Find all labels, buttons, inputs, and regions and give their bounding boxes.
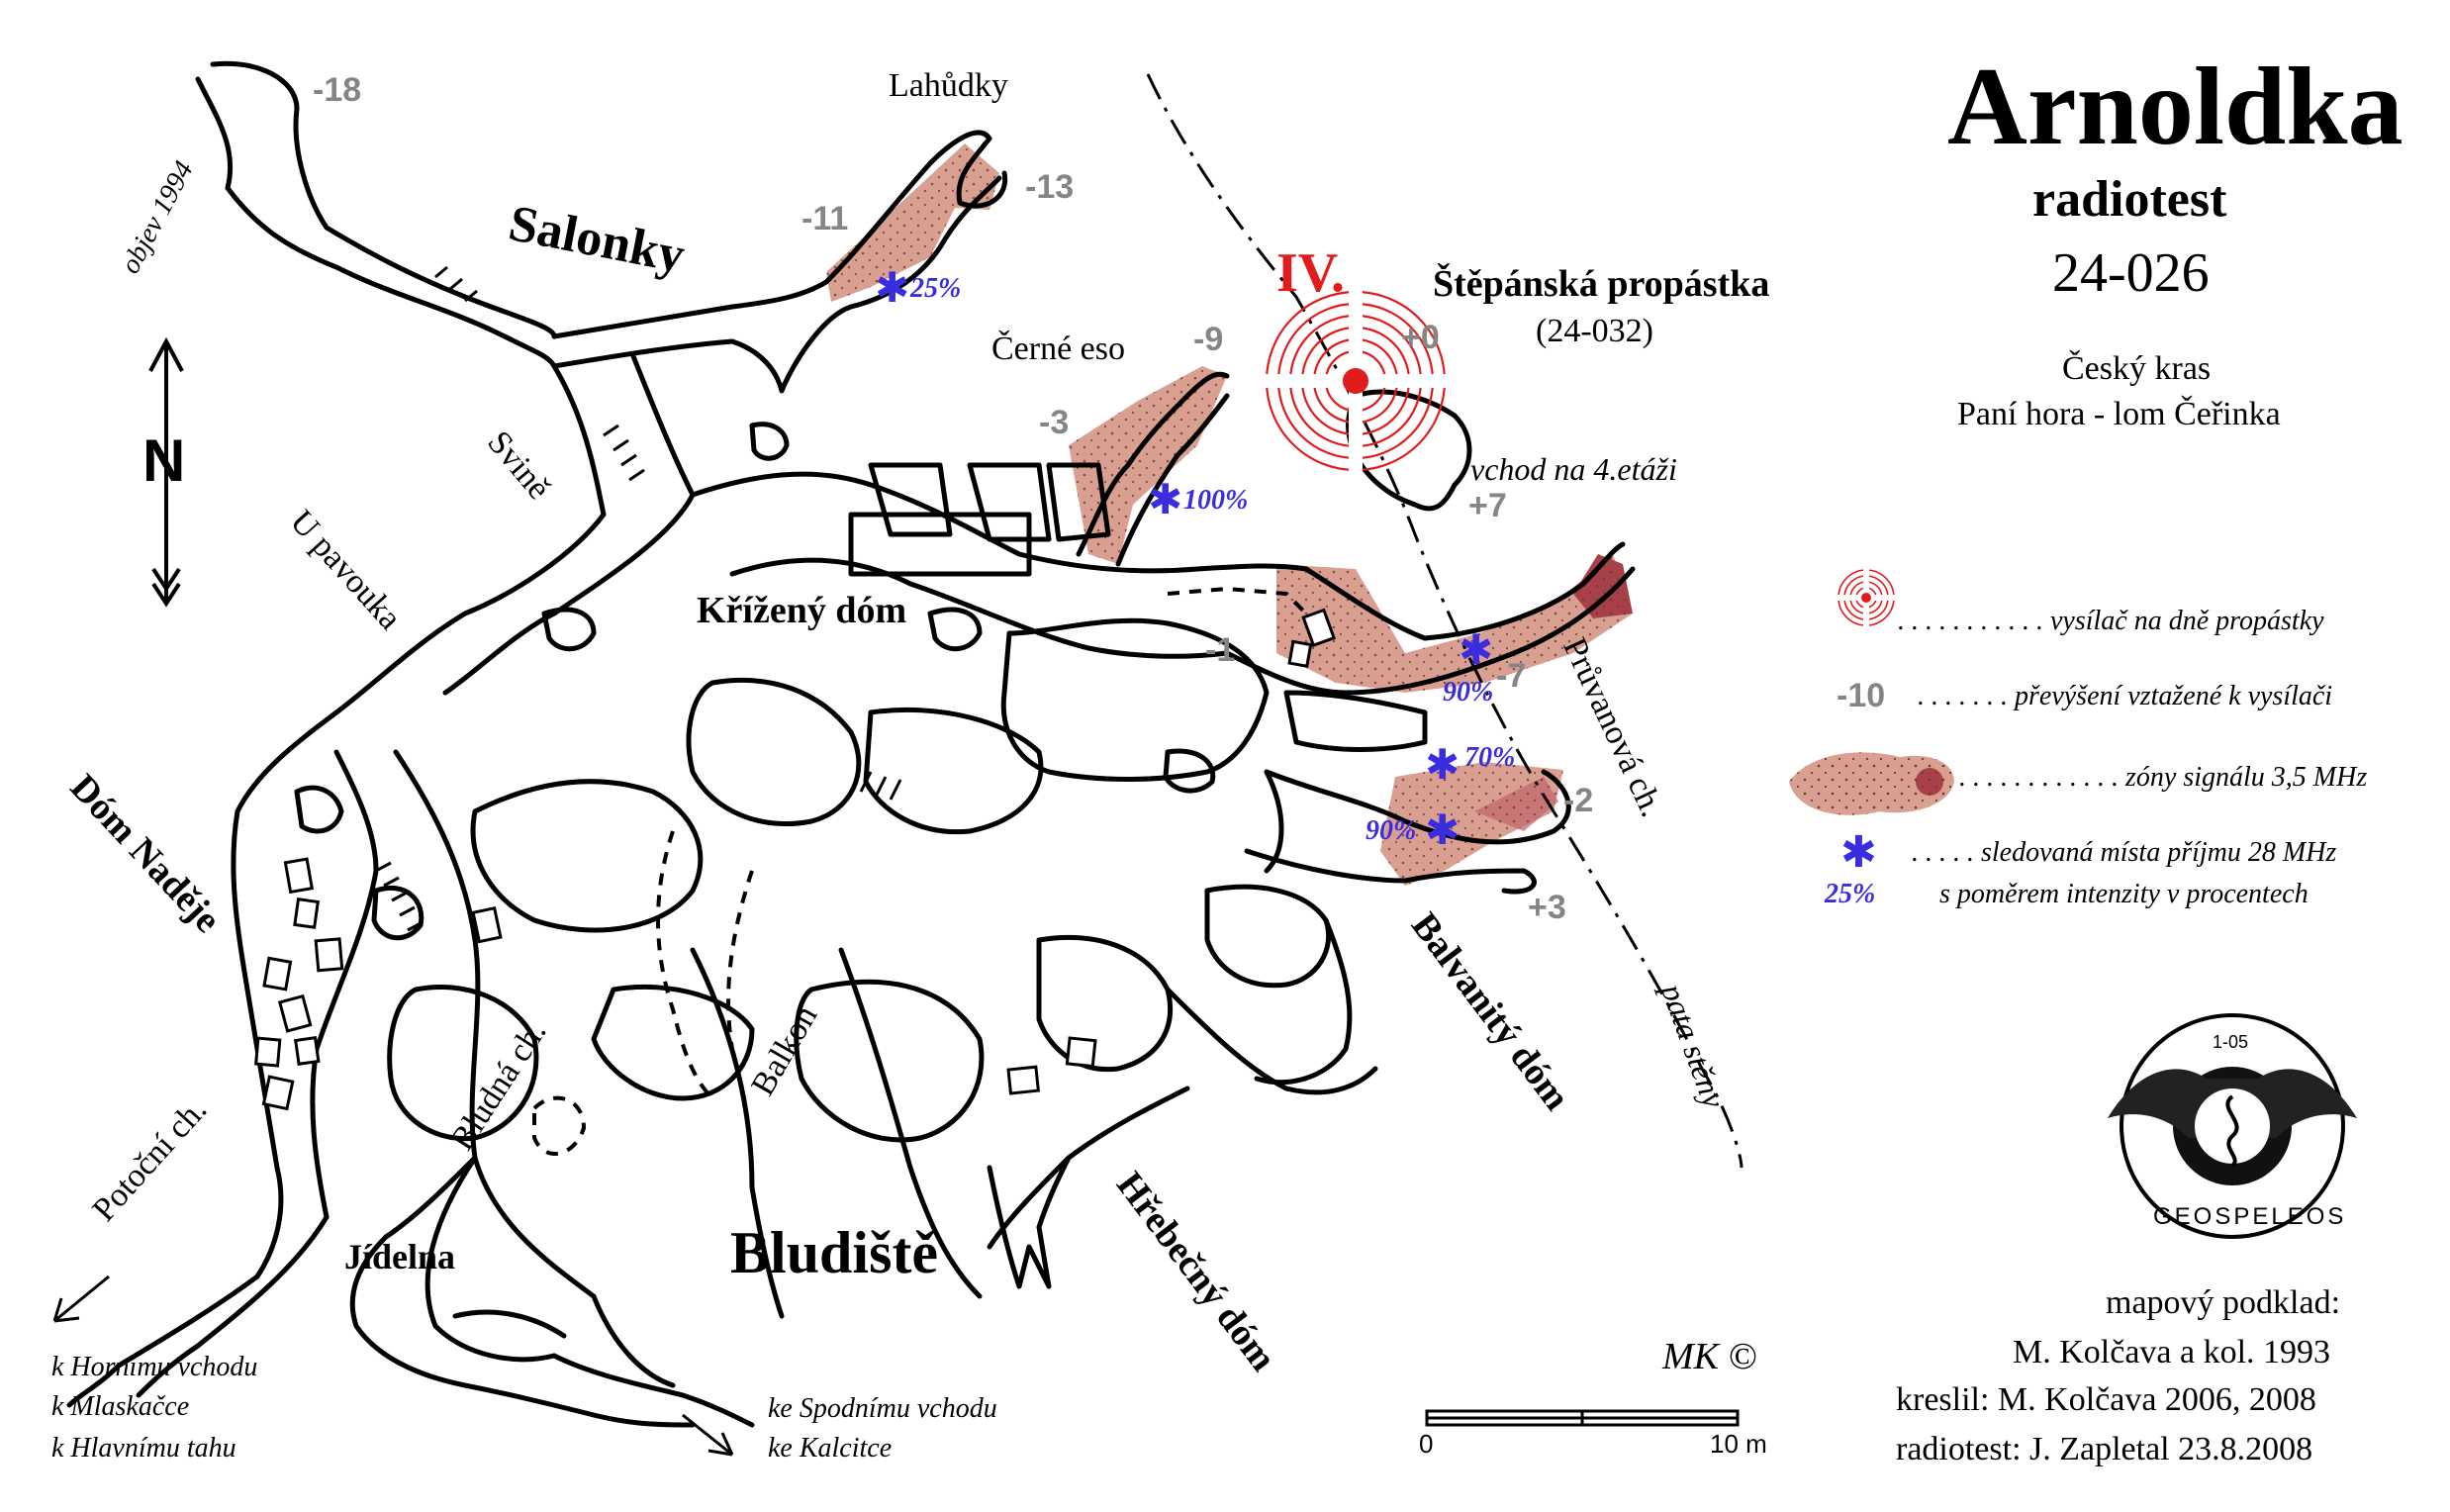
label-jidelna: Jídelna	[344, 1237, 456, 1276]
elevation-m13: -13	[1025, 168, 1075, 206]
geospeleos-logo	[2108, 1013, 2357, 1239]
legend-tracked2: s poměrem intenzity v procentech	[1939, 879, 2309, 909]
cliff-ticks	[375, 265, 902, 932]
elevation-m9: -9	[1193, 321, 1224, 358]
reception-star-icon: ✱	[875, 263, 910, 312]
direction-left-1: k Hornímu vchodu	[51, 1352, 258, 1382]
elevation-p0: +0	[1401, 319, 1440, 356]
map-title: Arnoldka	[1947, 46, 2403, 168]
legend-star-icon: ✱	[1840, 827, 1877, 878]
map-subtitle: radiotest	[2032, 171, 2227, 228]
north-arrow	[148, 336, 184, 608]
signal-zones	[826, 143, 1633, 886]
reception-star-icon: ✱	[1425, 740, 1461, 789]
elevation-m1: -1	[1205, 631, 1236, 669]
reception-star-icon: ✱	[1459, 625, 1494, 674]
legend-transmitter: . . . . . . . . . . . vysílač na dně pro…	[1898, 606, 2324, 636]
logo-number: 1-05	[2213, 1032, 2249, 1052]
direction-right-2: ke Kalcitce	[768, 1433, 893, 1464]
station-label: IV.	[1276, 242, 1346, 304]
credits-line-1: mapový podklad:	[2106, 1284, 2341, 1321]
legend-tracked: . . . . . sledovaná místa příjmu 28 MHz	[1912, 837, 2337, 868]
legend-tracked-pct: 25%	[1825, 879, 1876, 909]
boulders	[254, 608, 1337, 1111]
reception-pct-25: 25%	[910, 273, 962, 304]
label-bludiste: Bludiště	[730, 1220, 939, 1285]
scale-zero: 0	[1419, 1429, 1434, 1459]
cave-code: 24-026	[2052, 242, 2210, 304]
reception-pct-100: 100%	[1183, 485, 1249, 516]
label-krizeny: Křížený dóm	[697, 590, 907, 631]
credits-line-2: M. Kolčava a kol. 1993	[2013, 1334, 2331, 1370]
logo-text: GEOSPELEOS	[2153, 1203, 2347, 1230]
label-stepanska-code: (24-032)	[1536, 313, 1653, 349]
cave-passages	[66, 60, 1636, 1428]
elevation-m2: -2	[1563, 782, 1594, 819]
credits-line-4: radiotest: J. Zapletal 23.8.2008	[1896, 1431, 2313, 1467]
credits-line-3: kreslil: M. Kolčava 2006, 2008	[1896, 1381, 2316, 1418]
elevation-m18: -18	[313, 71, 362, 109]
scale-ten: 10 m	[1710, 1429, 1767, 1459]
direction-arrows	[52, 1275, 734, 1457]
legend-zone-swatch	[1789, 752, 1954, 815]
elevation-m7: -7	[1496, 657, 1527, 695]
reception-star-icon: ✱	[1148, 475, 1183, 523]
legend-elev-value: -10	[1837, 677, 1886, 714]
reception-pct-70: 70%	[1464, 742, 1516, 773]
elevation-m3: -3	[1039, 404, 1070, 441]
reception-star-icon: ✱	[1425, 805, 1461, 854]
transmitter-dot	[1343, 368, 1368, 394]
elevation-p7: +7	[1468, 487, 1507, 524]
elevation-p3: +3	[1528, 889, 1566, 926]
direction-right-1: ke Spodnímu vchodu	[768, 1393, 997, 1424]
label-lahudky: Lahůdky	[889, 67, 1008, 104]
legend-elevation: . . . . . . . převýšení vztažené k vysíl…	[1918, 681, 2333, 711]
legend-zones: . . . . . . . . . . . . zóny signálu 3,5…	[1959, 762, 2368, 793]
dashed-passages	[532, 586, 1308, 1156]
label-cerne-eso: Černé eso	[991, 331, 1126, 367]
label-vchod: vchod na 4.etáži	[1470, 451, 1677, 487]
scale-bar	[1425, 1409, 1740, 1427]
direction-left-3: k Hlavnímu tahu	[51, 1433, 236, 1464]
author-signature: MK ©	[1662, 1336, 1757, 1377]
reception-pct-90b: 90%	[1366, 815, 1417, 846]
north-label: N	[142, 427, 186, 494]
label-stepanska: Štěpánská propástka	[1433, 263, 1770, 305]
direction-left-2: k Mlaskačce	[51, 1391, 190, 1422]
region-label: Český kras	[2062, 350, 2212, 387]
wall-foot-line	[1146, 73, 1743, 1169]
location-label: Paní hora - lom Čeřinka	[1957, 396, 2281, 432]
reception-pct-90a: 90%	[1443, 677, 1494, 708]
elevation-m11: -11	[801, 200, 849, 237]
